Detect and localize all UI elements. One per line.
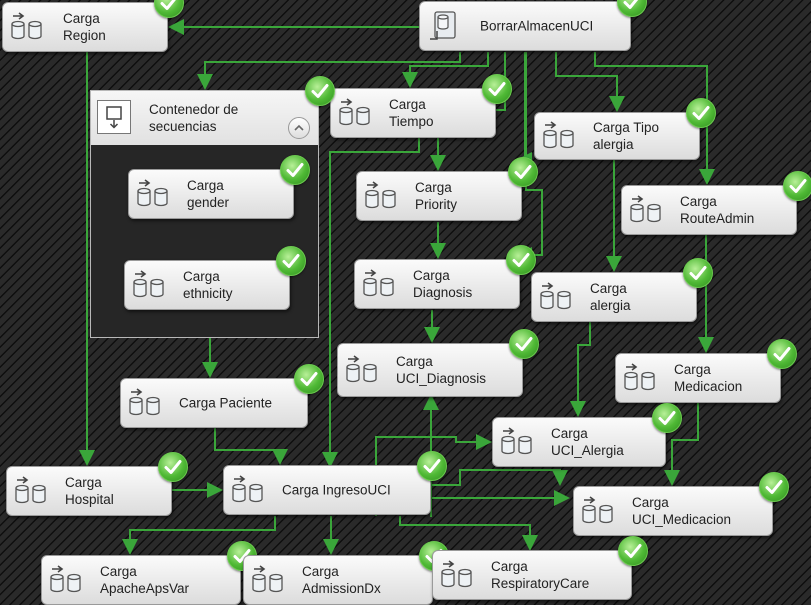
task-label: Carga Medicacion <box>674 362 743 394</box>
success-check-icon <box>158 452 188 482</box>
task-routeadmin[interactable]: Carga RouteAdmin <box>621 185 797 235</box>
task-label: Carga RouteAdmin <box>680 194 755 226</box>
task-label: BorrarAlmacenUCI <box>480 18 594 34</box>
task-label: Carga Hospital <box>65 475 114 507</box>
data-flow-icon <box>250 565 290 595</box>
success-check-icon <box>509 329 539 359</box>
sql-task-icon <box>426 11 466 41</box>
precedence-constraint[interactable] <box>570 322 591 417</box>
task-label: Carga RespiratoryCare <box>491 559 590 591</box>
sequence-container-header[interactable]: Contenedor de secuencias <box>91 91 318 145</box>
success-check-icon <box>783 171 811 201</box>
task-label: Carga IngresoUCI <box>282 482 391 498</box>
task-diagnosis[interactable]: Carga Diagnosis <box>354 259 520 309</box>
task-label: Carga gender <box>187 178 230 210</box>
precedence-constraint[interactable] <box>375 434 492 516</box>
task-label: Carga UCI_Alergia <box>551 426 624 458</box>
data-flow-icon <box>361 269 401 299</box>
task-priority[interactable]: Carga Priority <box>356 171 522 221</box>
data-flow-icon <box>48 565 88 595</box>
task-region[interactable]: Carga Region <box>2 2 168 52</box>
task-tiempo[interactable]: Carga Tiempo <box>330 88 496 138</box>
data-flow-icon <box>127 388 167 418</box>
task-label: Carga Tiempo <box>389 97 434 129</box>
precedence-constraint[interactable] <box>402 52 489 88</box>
success-check-icon <box>276 246 306 276</box>
precedence-constraint[interactable] <box>431 469 568 486</box>
data-flow-icon <box>135 179 175 209</box>
task-uci_diagnosis[interactable]: Carga UCI_Diagnosis <box>337 343 523 397</box>
success-check-icon <box>417 451 447 481</box>
precedence-constraint[interactable] <box>197 52 461 90</box>
data-flow-icon <box>9 12 49 42</box>
sequence-container-label: Contenedor de secuencias <box>149 102 239 134</box>
task-paciente[interactable]: Carga Paciente <box>120 378 308 428</box>
success-check-icon <box>305 76 335 106</box>
precedence-constraint[interactable] <box>516 52 532 168</box>
precedence-constraint[interactable] <box>664 403 699 486</box>
success-check-icon <box>759 472 789 502</box>
precedence-constraint[interactable] <box>214 428 288 465</box>
task-gender[interactable]: Carga gender <box>128 169 294 219</box>
task-label: Carga UCI_Diagnosis <box>396 354 487 386</box>
data-flow-icon <box>131 270 171 300</box>
data-flow-icon <box>622 363 662 393</box>
task-medicacion[interactable]: Carga Medicacion <box>615 353 781 403</box>
task-label: Carga Region <box>63 11 106 43</box>
data-flow-icon <box>499 427 539 457</box>
task-ethnicity[interactable]: Carga ethnicity <box>124 260 290 310</box>
task-ingreso[interactable]: Carga IngresoUCI <box>223 465 431 515</box>
task-label: Carga Paciente <box>179 395 273 411</box>
data-flow-icon <box>337 98 377 128</box>
task-apache[interactable]: Carga ApacheApsVar <box>41 555 241 605</box>
task-label: Carga ApacheApsVar <box>100 564 190 596</box>
success-check-icon <box>683 258 713 288</box>
task-uci_medicacion[interactable]: Carga UCI_Medicacion <box>573 486 773 536</box>
task-label: Carga Tipo alergia <box>593 120 660 152</box>
precedence-constraint[interactable] <box>122 516 276 555</box>
success-check-icon <box>506 245 536 275</box>
task-hospital[interactable]: Carga Hospital <box>6 466 172 516</box>
data-flow-icon <box>580 496 620 526</box>
data-flow-icon <box>230 475 270 505</box>
task-label: Carga Diagnosis <box>413 268 473 300</box>
sequence-container-icon <box>97 100 131 134</box>
data-flow-icon <box>363 181 403 211</box>
success-check-icon <box>618 536 648 566</box>
success-check-icon <box>482 74 512 104</box>
task-borrar[interactable]: BorrarAlmacenUCI <box>419 1 631 51</box>
data-flow-icon <box>439 560 479 590</box>
success-check-icon <box>652 403 682 433</box>
data-flow-icon <box>541 121 581 151</box>
success-check-icon <box>508 157 538 187</box>
data-flow-icon <box>538 282 578 312</box>
success-check-icon <box>767 339 797 369</box>
task-label: Carga Priority <box>415 180 458 212</box>
data-flow-icon <box>344 355 384 385</box>
success-check-icon <box>280 155 310 185</box>
task-label: Carga AdmissionDx <box>302 564 381 596</box>
task-label: Carga ethnicity <box>183 269 233 301</box>
task-label: Carga alergia <box>590 281 631 313</box>
task-respiratory[interactable]: Carga RespiratoryCare <box>432 550 632 600</box>
task-admissiondx[interactable]: Carga AdmissionDx <box>243 555 433 605</box>
success-check-icon <box>294 364 324 394</box>
precedence-constraint[interactable] <box>322 138 420 468</box>
task-label: Carga UCI_Medicacion <box>632 495 732 527</box>
data-flow-icon <box>628 195 668 225</box>
precedence-constraint[interactable] <box>555 52 625 112</box>
chevron-up-icon[interactable] <box>288 117 310 139</box>
task-tipo_alergia[interactable]: Carga Tipo alergia <box>534 112 700 160</box>
data-flow-icon <box>13 476 53 506</box>
precedence-constraint[interactable] <box>399 516 538 551</box>
task-alergia[interactable]: Carga alergia <box>531 272 697 322</box>
success-check-icon <box>686 98 716 128</box>
task-uci_alergia[interactable]: Carga UCI_Alergia <box>492 417 666 467</box>
